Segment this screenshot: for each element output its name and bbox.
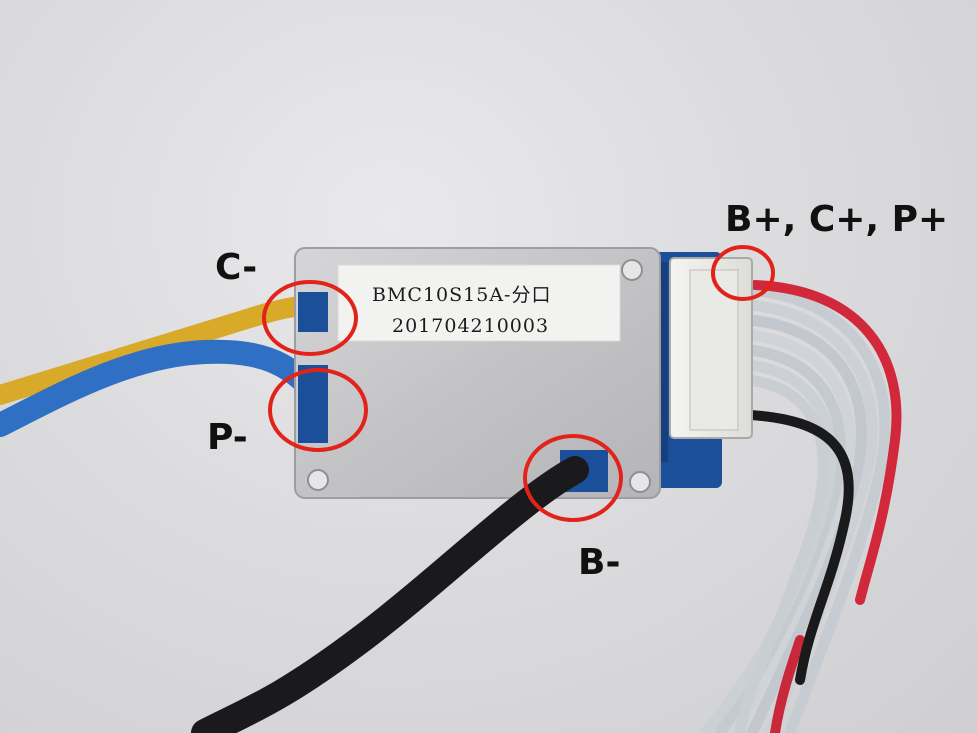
blue-wire (0, 339, 342, 437)
b-minus-label: B- (578, 542, 621, 583)
balance-wire-bundle (699, 280, 902, 733)
balance-connector (669, 257, 753, 439)
red-wire (770, 635, 805, 733)
grey-wire (729, 329, 856, 733)
sticker-serial-text: 201704210003 (392, 315, 550, 337)
pin-header (658, 262, 668, 462)
p-minus-label: P- (207, 417, 248, 458)
c-minus-label: C- (215, 247, 258, 288)
grey-wire (734, 374, 829, 733)
black-wire-b-minus (191, 456, 589, 733)
c-minus-circle (262, 280, 358, 356)
red-wire (750, 280, 902, 605)
black-wire (745, 410, 854, 685)
sticker-model-text: BMC10S15A-分口 (372, 284, 552, 306)
b-c-p-plus-label: B+, C+, P+ (725, 199, 949, 240)
b-c-p-plus-circle (711, 245, 775, 301)
p-minus-circle (268, 368, 368, 452)
b-minus-circle (523, 434, 623, 522)
model-sticker (337, 264, 621, 342)
grey-wire (744, 284, 891, 733)
highlight-circles (262, 245, 775, 522)
